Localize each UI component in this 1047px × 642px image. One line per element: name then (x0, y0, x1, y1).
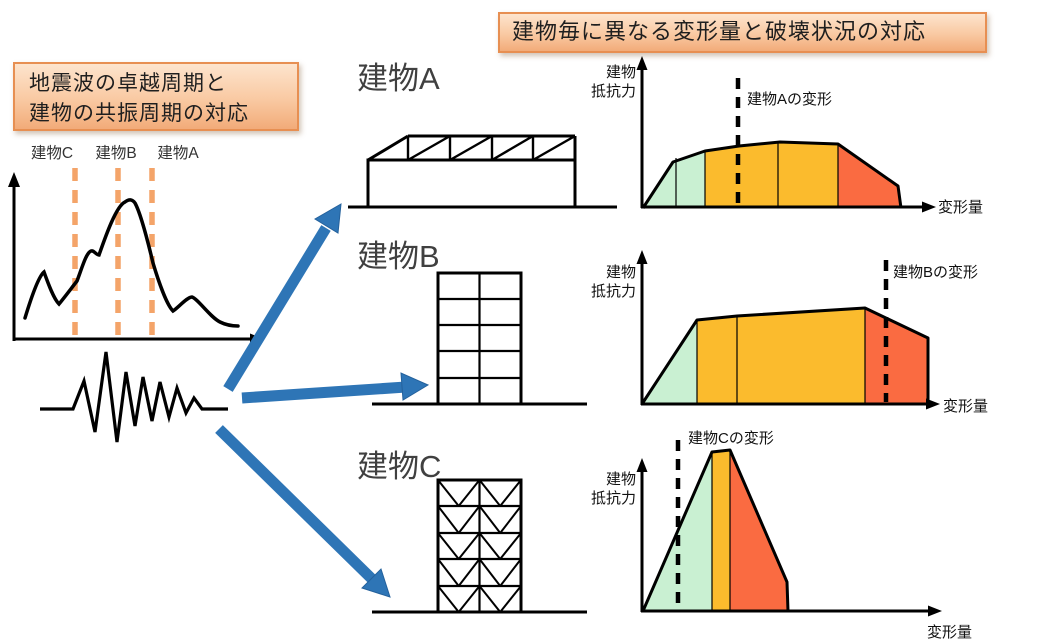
building-a-truss-cells (406, 134, 576, 162)
chart-b-x-arrowhead (926, 398, 940, 410)
chart-c-y-label-line2: 抵抗力 (591, 490, 636, 507)
chart-a-region-yellow (705, 142, 838, 208)
spectrum-chart: 建物C 建物B 建物A (8, 144, 264, 345)
chart-c-x-label: 変形量 (927, 624, 972, 641)
spectrum-label-building-b: 建物B (95, 144, 136, 162)
arrow-to-building-c (215, 425, 391, 598)
spectrum-curve (23, 198, 240, 328)
spectrum-label-building-a: 建物A (157, 144, 199, 162)
left-title-line2: 建物の共振周期の対応 (29, 101, 249, 125)
left-title-box: 地震波の卓越周期と 建物の共振周期の対応 (13, 62, 299, 131)
chart-b-deformation-label: 建物Bの変形 (893, 264, 978, 281)
chart-a-region-red (838, 144, 901, 208)
building-a-title: 建物A (357, 61, 440, 96)
building-b-title: 建物B (357, 239, 440, 274)
chart-b-region-yellow (697, 308, 865, 404)
chart-c-region-yellow (712, 450, 730, 611)
chart-b-y-label-line2: 抵抗力 (591, 283, 636, 300)
chart-c: 建物 抵抗力 変形量 建物Cの変形 (591, 430, 972, 641)
building-c-bracing (437, 479, 522, 613)
chart-a-y-arrowhead (636, 56, 648, 70)
chart-c-x-arrowhead (928, 605, 942, 617)
arrow-to-building-a (223, 203, 342, 392)
chart-a: 建物 抵抗力 変形量 建物Aの変形 (591, 56, 983, 216)
seismic-waveform (40, 351, 228, 443)
chart-c-y-label-line1: 建物 (606, 471, 636, 488)
right-title-box: 建物毎に異なる変形量と破壊状況の対応 (498, 12, 987, 53)
chart-a-axes (640, 66, 924, 209)
chart-a-y-label-line1: 建物 (606, 64, 636, 81)
chart-c-axes (640, 468, 930, 613)
spectrum-y-arrowhead (8, 172, 20, 187)
chart-a-region-green (643, 151, 705, 208)
left-title-line1: 地震波の卓越周期と (29, 72, 227, 95)
building-a-drawing (348, 134, 617, 209)
chart-c-deformation-label: 建物Cの変形 (688, 430, 774, 447)
chart-a-y-label-line2: 抵抗力 (591, 83, 636, 100)
building-c-title: 建物C (357, 449, 441, 484)
chart-b: 建物 抵抗力 変形量 建物Bの変形 (591, 250, 988, 415)
chart-a-x-arrowhead (922, 201, 936, 213)
chart-a-curve-outline (641, 140, 903, 209)
building-b-drawing (372, 271, 587, 406)
spectrum-axes (12, 184, 252, 341)
chart-c-y-arrowhead (636, 458, 648, 472)
arrow-to-building-b (241, 372, 430, 404)
chart-a-deformation-label: 建物Aの変形 (747, 91, 832, 108)
right-title-text: 建物毎に異なる変形量と破壊状況の対応 (512, 19, 927, 44)
spectrum-label-building-c: 建物C (31, 144, 73, 162)
chart-a-x-label: 変形量 (938, 199, 983, 216)
chart-b-y-arrowhead (636, 250, 648, 264)
chart-b-y-label-line1: 建物 (606, 264, 636, 281)
spectrum-period-dashed-lines (72, 168, 155, 337)
chart-c-region-red (730, 450, 789, 611)
chart-b-axes (640, 260, 928, 406)
chart-b-x-label: 変形量 (943, 398, 988, 415)
chart-c-curve-outline (641, 448, 790, 612)
building-c-drawing (372, 478, 587, 614)
chart-b-curve-outline (640, 306, 930, 405)
